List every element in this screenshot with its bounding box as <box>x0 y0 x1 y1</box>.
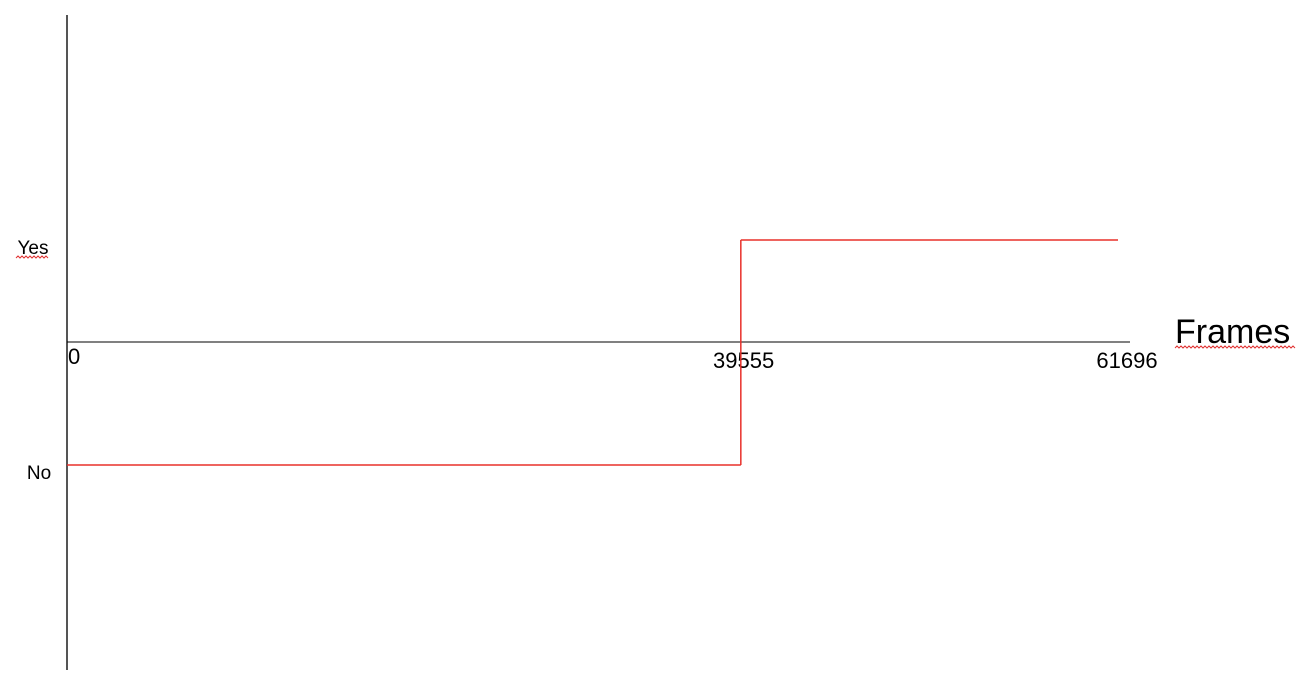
x-tick-label: 61696 <box>1096 348 1157 373</box>
spellcheck-underline <box>15 255 49 259</box>
y-category-label-no: No <box>27 463 51 484</box>
x-axis-title: Frames <box>1175 313 1290 351</box>
spellcheck-underline <box>1174 345 1296 349</box>
y-category-label-yes: Yes <box>18 238 49 259</box>
series-group <box>67 239 1118 466</box>
x-tick-label: 0 <box>68 344 80 369</box>
x-tick-label: 39555 <box>713 348 774 373</box>
